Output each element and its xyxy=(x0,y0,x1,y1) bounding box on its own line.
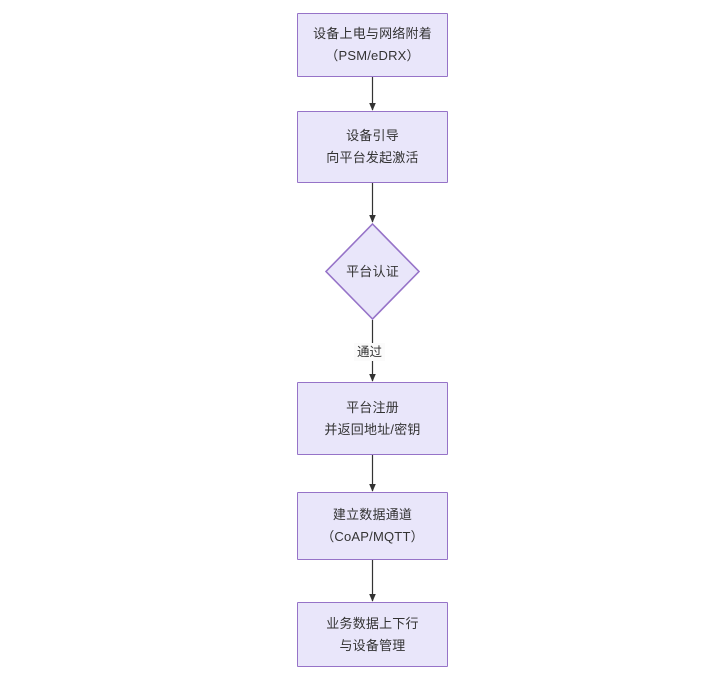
node-platform-register-line-2: 并返回地址/密钥 xyxy=(324,421,421,437)
node-bootstrap-line-1: 设备引导 xyxy=(346,128,399,143)
node-bootstrap-line-2: 向平台发起激活 xyxy=(326,150,419,165)
node-power-on[interactable]: 设备上电与网络附着 （PSM/eDRX） xyxy=(297,13,448,77)
node-service-data-line-1: 业务数据上下行 xyxy=(326,615,419,631)
node-platform-register-line-1: 平台注册 xyxy=(346,399,399,415)
node-platform-auth-label: 平台认证 xyxy=(346,263,399,279)
node-platform-auth[interactable]: 平台认证 xyxy=(325,223,420,320)
node-service-data-line-2: 与设备管理 xyxy=(339,637,406,653)
edge-label-pass: 通过 xyxy=(354,343,386,361)
node-service-data[interactable]: 业务数据上下行 与设备管理 xyxy=(297,602,448,667)
node-data-channel[interactable]: 建立数据通道 （CoAP/MQTT） xyxy=(297,492,448,560)
node-platform-register[interactable]: 平台注册 并返回地址/密钥 xyxy=(297,382,448,455)
node-data-channel-line-1: 建立数据通道 xyxy=(332,507,413,522)
node-power-on-line-2: （PSM/eDRX） xyxy=(325,48,420,63)
diamond-shape xyxy=(325,223,420,320)
node-power-on-line-1: 设备上电与网络附着 xyxy=(313,26,432,41)
node-data-channel-line-2: （CoAP/MQTT） xyxy=(321,529,424,544)
node-bootstrap[interactable]: 设备引导 向平台发起激活 xyxy=(297,111,448,183)
